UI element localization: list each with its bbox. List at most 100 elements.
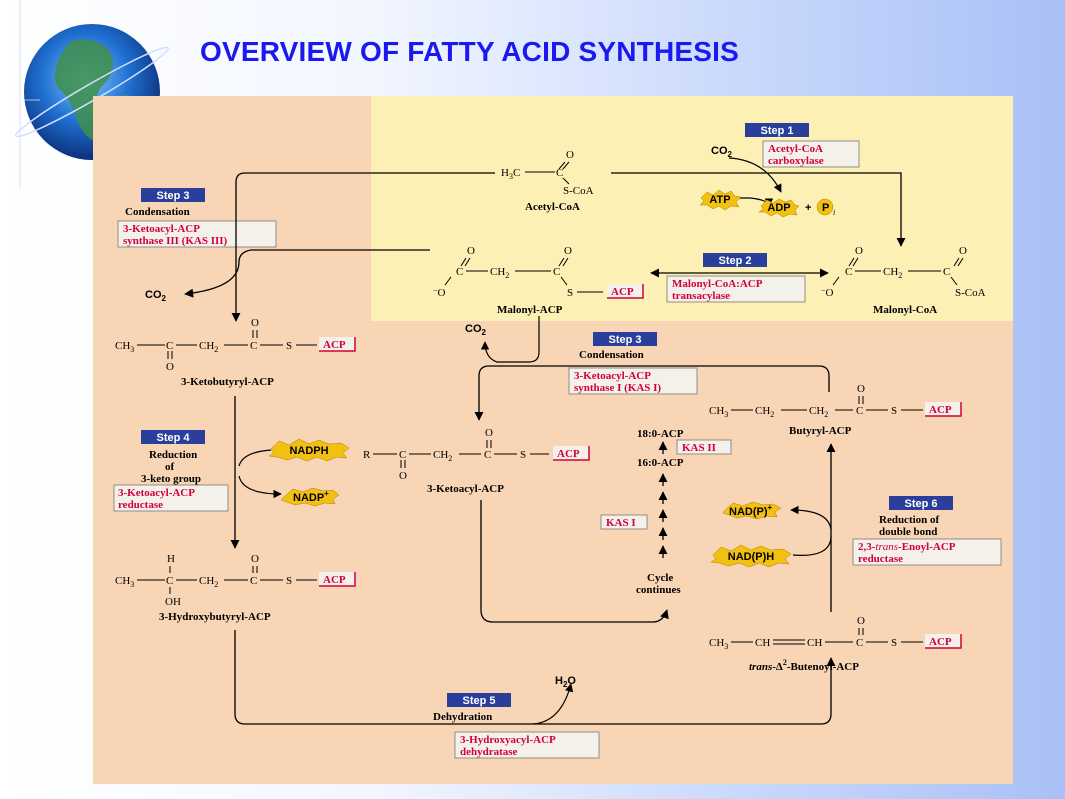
step6-title-line1: Reduction of [879,514,940,526]
svg-text:ACP: ACP [611,286,634,298]
nadp-starburst: NADP+ [280,487,340,507]
step3a-enzyme-line2: synthase III (KAS III) [123,235,228,247]
step3a-tab-label: Step 3 [156,190,189,202]
svg-text:ACP: ACP [929,636,952,648]
ketobutyryl-ch3: CH3 [115,340,134,354]
adp-plus: + [805,202,811,214]
malonyl-acp-name: Malonyl-ACP [497,304,563,316]
hydroxybutyryl-oh: OH [165,596,181,608]
step5-enzyme-box [454,731,600,759]
acetyl-coa-scoa: S-CoA [563,185,594,197]
step4-title-line3: 3-keto group [141,473,201,485]
step3b-title: Condensation [579,349,644,361]
step2-enzyme-line2: transacylase [672,290,730,302]
butyryl-s: S [891,405,897,417]
kas2-box [676,439,732,455]
co2-middle: CO2 [465,323,487,337]
step4-enzyme-line1: 3-Ketoacyl-ACP [118,487,195,499]
butenoyl-name: trans-Δ2-Butenoyl-ACP [749,658,859,673]
acetyl-coa-c: C [556,167,563,179]
step5-enzyme-line1: 3-Hydroxyacyl-ACP [460,734,556,746]
step6-enzyme-line1: 2,3-trans-Enoyl-ACP [858,541,956,553]
malonyl-acp-o2: O [564,245,572,257]
hydroxybutyryl-c1: C [166,575,173,587]
pi-starburst: P i [816,198,835,217]
step3a-tab [141,188,205,202]
nadp-paren-label: NAD(P)+ [729,503,773,518]
butenoyl-ch3: CH3 [709,637,728,651]
malonyl-coa-c2: C [943,266,950,278]
ketobutyryl-c1: C [166,340,173,352]
step3b-enzyme-box [568,367,698,395]
malonyl-coa-om: −O [821,286,834,299]
step1-tab-label: Step 1 [760,125,793,137]
step3b-tab-label: Step 3 [608,334,641,346]
butenoyl-c: C [856,637,863,649]
malonyl-acp-ch2: CH2 [490,266,509,280]
hydroxybutyryl-s: S [286,575,292,587]
butyryl-name: Butyryl-ACP [789,425,852,437]
svg-text:ACP: ACP [557,448,580,460]
ketoacyl-o-bottom: O [399,470,407,482]
malonyl-acp-om: −O [433,286,446,299]
butyryl-o: O [857,383,865,395]
ketoacyl-c2: C [484,449,491,461]
hydroxybutyryl-ch3: CH3 [115,575,134,589]
step4-tab [141,430,205,444]
malonyl-acp-c2: C [553,266,560,278]
kas2-label: KAS II [682,442,716,454]
step4-title-line2: of [165,461,175,473]
malonyl-coa-o2: O [959,245,967,257]
butyryl-c: C [856,405,863,417]
hydroxybutyryl-o-top: O [251,553,259,565]
step6-enzyme-line2: reductase [858,553,903,565]
ketobutyryl-s: S [286,340,292,352]
step3b-tab [593,332,657,346]
step6-tab [889,496,953,510]
step5-enzyme-line2: dehydratase [460,746,518,758]
butenoyl-s: S [891,637,897,649]
step2-tab [703,253,767,267]
step2-enzyme-box [666,275,806,303]
ketobutyryl-o-top: O [251,317,259,329]
step3b-enzyme-line2: synthase I (KAS I) [574,382,661,394]
malonyl-coa-ch2: CH2 [883,266,902,280]
pi-label: P [822,202,829,214]
co2-left: CO2 [145,289,167,303]
kas1-label: KAS I [606,517,636,529]
malonyl-coa-name: Malonyl-CoA [873,304,937,316]
ketoacyl-acp-tag: ACP [553,446,590,461]
acp-16-label: 16:0-ACP [637,457,684,469]
svg-text:ACP: ACP [929,404,952,416]
ketoacyl-r: R [363,449,371,461]
butyryl-ch3: CH3 [709,405,728,419]
acetyl-coa-o: O [566,149,574,161]
step1-enzyme-line2: carboxylase [768,155,824,167]
cycle-line1: Cycle [647,572,673,584]
nadph-label: NADPH [289,445,328,457]
hydroxybutyryl-name: 3-Hydroxybutyryl-ACP [159,611,271,623]
kas1-box [600,514,648,530]
step1-enzyme-box [762,140,860,168]
butyryl-acp-tag: ACP [925,402,962,417]
malonyl-acp-acp: ACP [607,284,644,299]
ketoacyl-ch2: CH2 [433,449,452,463]
ketoacyl-o-top: O [485,427,493,439]
hydroxybutyryl-ch2: CH2 [199,575,218,589]
ketoacyl-name: 3-Ketoacyl-ACP [427,483,504,495]
butyryl-ch2-2: CH2 [809,405,828,419]
svg-text:ACP: ACP [323,339,346,351]
butenoyl-o-top: O [857,615,865,627]
ketobutyryl-o-bottom: O [166,361,174,373]
hydroxybutyryl-h: H [167,553,175,565]
step3a-enzyme-box [117,220,277,248]
malonyl-acp-o1: O [467,245,475,257]
hydroxybutyryl-c2: C [250,575,257,587]
step5-title: Dehydration [433,711,492,723]
step2-enzyme-line1: Malonyl-CoA:ACP [672,278,763,290]
nadp-paren-starburst: NAD(P)+ [722,501,782,520]
nadph-starburst: NADPH [268,438,350,462]
step5-tab-label: Step 5 [462,695,495,707]
ketobutyryl-c2: C [250,340,257,352]
co2-step1: CO2 [711,145,733,159]
